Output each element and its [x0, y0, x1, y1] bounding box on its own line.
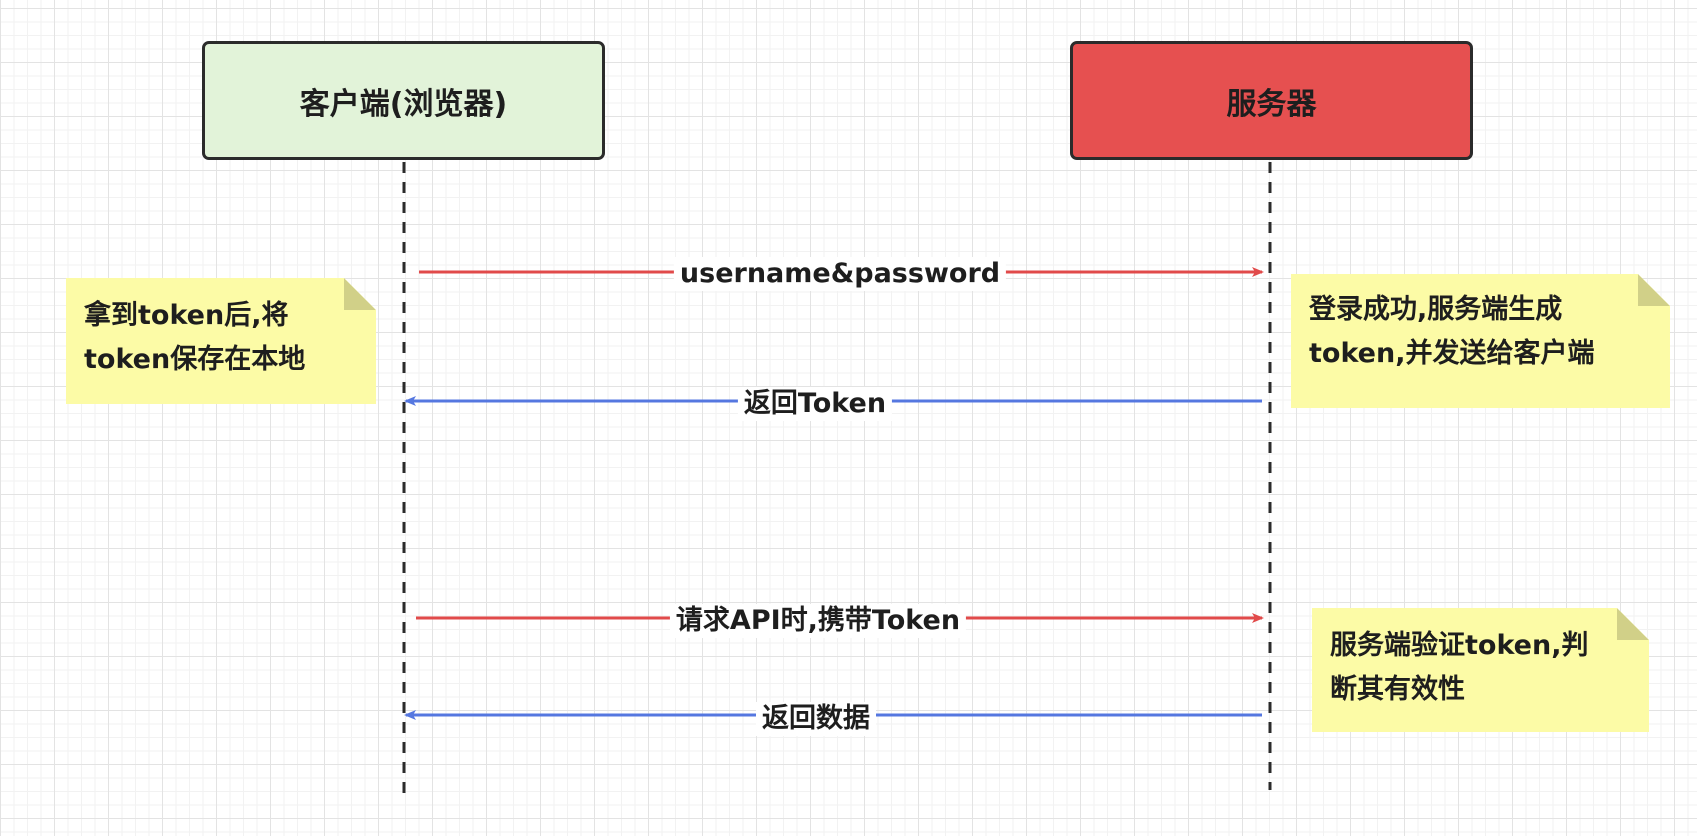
server-actor-label: 服务器: [1226, 86, 1317, 122]
client-note-line-1: 拿到token后,将: [84, 300, 289, 331]
server-note-login: 登录成功,服务端生成 token,并发送给客户端: [1291, 274, 1670, 408]
client-actor-box: 客户端(浏览器): [202, 41, 605, 160]
message-label-api-request: 请求API时,携带Token: [669, 604, 967, 638]
client-note: 拿到token后,将 token保存在本地: [66, 278, 376, 404]
message-label-return-data: 返回数据: [756, 702, 876, 736]
server-note-verify-line-2: 断其有效性: [1330, 674, 1465, 705]
server-note-verify: 服务端验证token,判 断其有效性: [1312, 608, 1649, 732]
server-note-login-line-2: token,并发送给客户端: [1309, 338, 1595, 369]
server-note-verify-line-1: 服务端验证token,判: [1330, 630, 1589, 661]
client-actor-label: 客户端(浏览器): [299, 86, 508, 122]
server-actor-box: 服务器: [1070, 41, 1473, 160]
message-label-return-token: 返回Token: [737, 387, 893, 421]
message-label-login: username&password: [673, 257, 1007, 291]
server-note-login-line-1: 登录成功,服务端生成: [1309, 294, 1563, 325]
client-note-line-2: token保存在本地: [84, 344, 306, 375]
